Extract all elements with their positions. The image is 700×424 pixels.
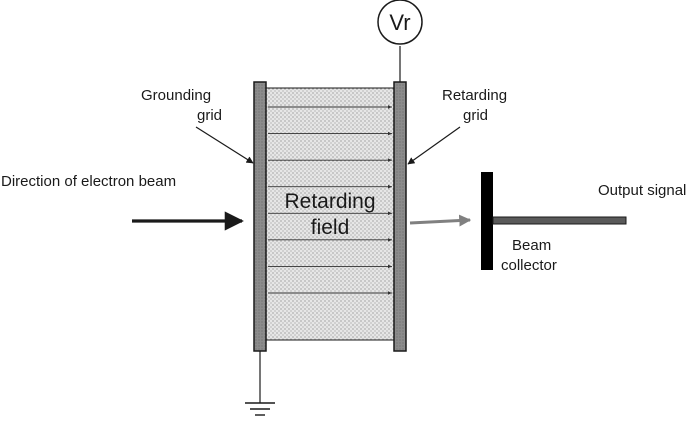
retarding-grid-label-line2: grid (463, 107, 488, 124)
exiting-beam-arrow (409, 214, 472, 227)
beam-direction-label: Direction of electron beam (1, 173, 176, 190)
retarding-field-label-line1: Retarding (284, 190, 375, 213)
output-signal-label: Output signal (598, 182, 686, 199)
beam-collector-label-line2: collector (501, 257, 557, 274)
field-lines (268, 105, 392, 295)
voltage-source-circle (377, 0, 423, 45)
retarding-field-region (265, 87, 395, 341)
retarding-grid (393, 81, 407, 352)
beam-collector-label-line1: Beam (512, 237, 551, 254)
retarding-grid-label-line1: Retarding (442, 87, 507, 104)
grounding-grid-pointer (195, 126, 254, 164)
grounding-grid-label-line1: Grounding (141, 87, 211, 104)
retarding-grid-pointer (407, 126, 461, 165)
beam-collector-plate (481, 172, 493, 270)
voltage-source-label: Vr (389, 10, 410, 35)
ground-icon (245, 402, 275, 416)
output-signal-rod (492, 216, 627, 225)
retarding-field-label-line2: field (311, 216, 350, 239)
grounding-grid-label-line2: grid (197, 107, 222, 124)
grounding-grid (253, 81, 267, 352)
